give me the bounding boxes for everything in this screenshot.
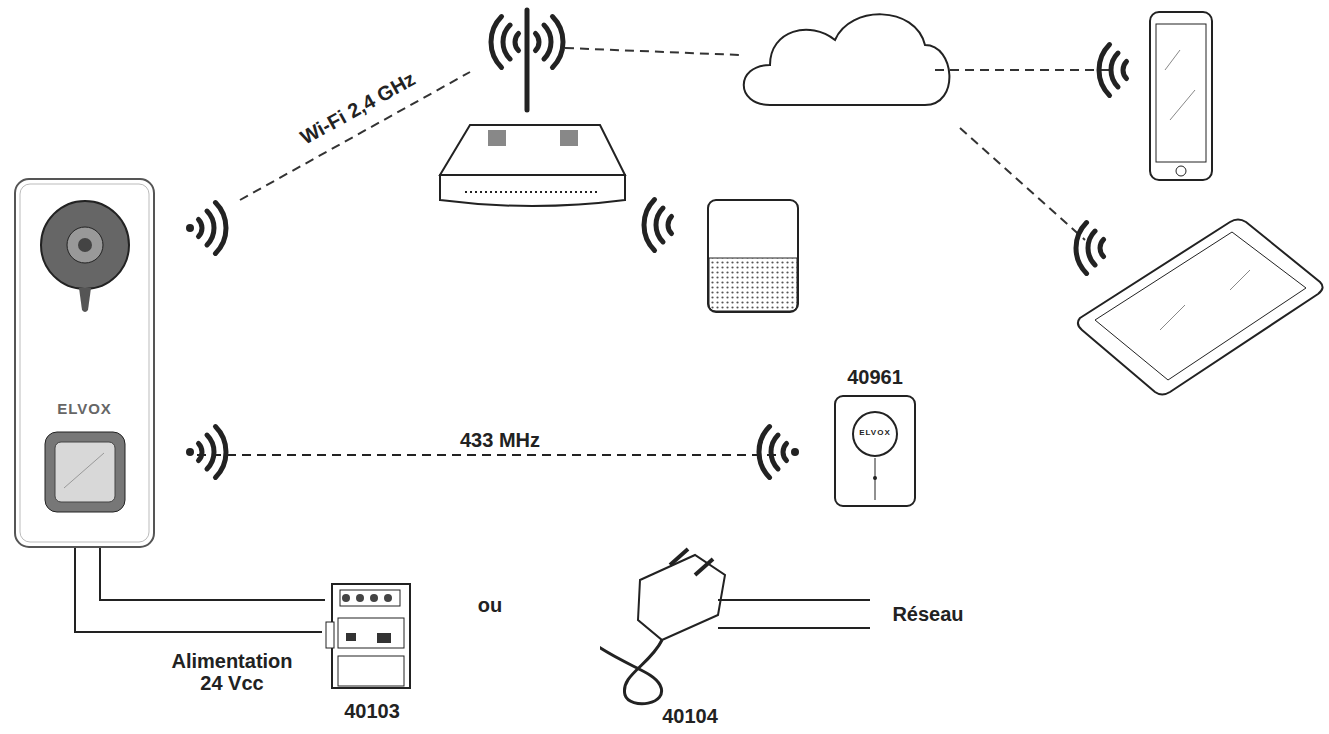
tablet (1078, 220, 1323, 395)
part-number: 40961 (847, 366, 903, 389)
power-supply-module: 40103 (322, 578, 422, 726)
wireless-symbol (491, 17, 563, 68)
part-number: 40104 (662, 705, 718, 728)
doorbell-unit: ELVOX (14, 178, 155, 548)
brand-logo: ELVOX (859, 428, 891, 437)
edge-label: Alimentation 24 Vcc (159, 650, 305, 694)
wireless-symbol (186, 203, 226, 254)
wireless-symbol (759, 427, 799, 478)
network-label: Réseau (892, 603, 963, 626)
wireless-symbol (644, 200, 672, 251)
plug-adapter: 40104 (600, 545, 750, 730)
wireless-symbol (186, 427, 226, 478)
edge-label: 433 MHz (457, 429, 543, 451)
brand-logo: ELVOX (57, 400, 112, 417)
link-label: Wi-Fi 2,4 GHz (294, 66, 422, 151)
part-number: 40103 (344, 700, 400, 723)
smartphone (1150, 12, 1212, 180)
radio-link (197, 454, 783, 456)
wireless-symbol (1076, 223, 1104, 274)
power-wire (75, 548, 322, 632)
smart-speaker (708, 200, 798, 312)
chime-unit: 40961ELVOX (828, 366, 922, 508)
router (440, 10, 625, 206)
cloud (744, 14, 950, 105)
wireless-symbol (1099, 45, 1127, 96)
or-label: ou (478, 594, 502, 617)
node-outline (14, 178, 155, 548)
node-outline (600, 545, 750, 730)
